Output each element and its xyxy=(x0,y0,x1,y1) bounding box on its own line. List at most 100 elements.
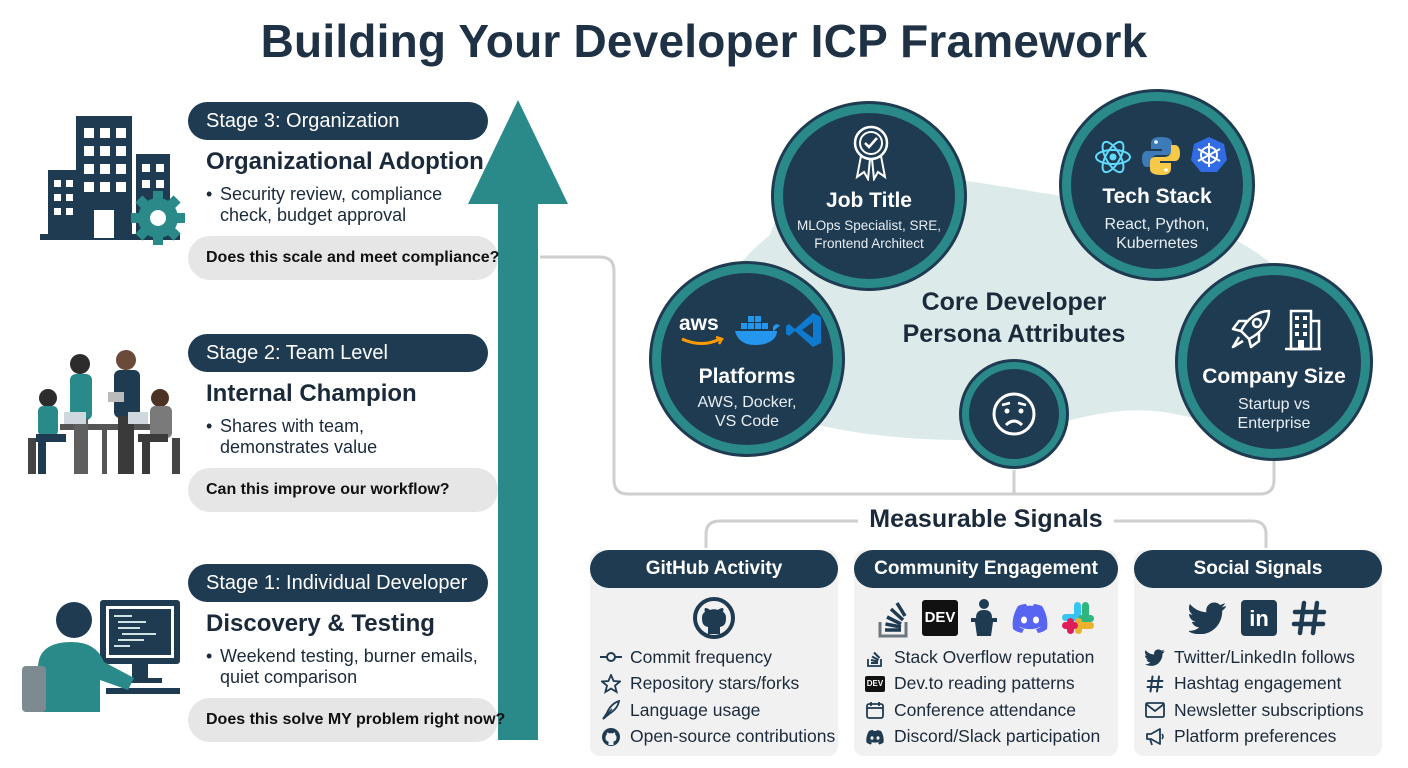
github-icon xyxy=(693,597,735,639)
list-item: Conference attendance xyxy=(864,697,1100,724)
tech-stack-sub: React, Python, Kubernetes xyxy=(1071,215,1243,253)
hashtag-icon xyxy=(1291,600,1327,636)
stage-1-bullet-line2: quiet comparison xyxy=(220,667,358,687)
python-icon xyxy=(1142,137,1180,175)
platforms-sub-line2: VS Code xyxy=(714,413,780,430)
stage-1-heading: Discovery & Testing xyxy=(206,610,435,637)
worried-face-icon xyxy=(992,392,1036,436)
stage-3-bullet-line2: check, budget approval xyxy=(220,205,407,225)
company-size-title: Company Size xyxy=(1202,365,1346,388)
stage-3-bullet-line1: Security review, compliance xyxy=(220,184,443,204)
developer-at-computer-icon xyxy=(22,600,180,712)
page-title: Building Your Developer ICP Framework xyxy=(260,15,1148,67)
github-item-3: Language usage xyxy=(630,699,761,720)
stage-2-bullet-line1: Shares with team, xyxy=(220,416,365,436)
dev-to-icon: DEV xyxy=(922,600,958,636)
community-card-icons: DEV xyxy=(854,594,1118,642)
office-building-gear-icon xyxy=(40,116,185,245)
company-size-circle: Company Size Startup vs Enterprise xyxy=(1178,266,1370,458)
platforms-sub-line1: AWS, Docker, xyxy=(697,394,797,411)
team-meeting-icon xyxy=(28,350,180,474)
list-item: Hashtag engagement xyxy=(1144,671,1364,698)
platforms-sub: AWS, Docker, VS Code xyxy=(661,393,833,431)
twitter-icon xyxy=(1189,602,1226,634)
megaphone-icon xyxy=(1146,727,1164,746)
community-engagement-card: Community Engagement DEV xyxy=(854,550,1118,756)
list-item: Language usage xyxy=(600,697,835,724)
stage-3-question: Does this scale and meet compliance? xyxy=(188,236,499,280)
platforms-circle: aws Platforms AWS, Docker, VS Code xyxy=(652,264,842,454)
list-item: Newsletter subscriptions xyxy=(1144,697,1364,724)
persona-center-label: Core Developer Persona Attributes xyxy=(880,286,1148,350)
github-activity-header: GitHub Activity xyxy=(590,550,838,588)
list-item: Repository stars/forks xyxy=(600,671,835,698)
company-size-sub-line1: Startup vs xyxy=(1237,396,1311,413)
stage-2-label: Stage 2: Team Level xyxy=(188,334,488,372)
job-title-sub-line1: MLOps Specialist, SRE, xyxy=(796,218,942,233)
social-card-icons: in xyxy=(1134,594,1382,642)
conference-podium-icon xyxy=(971,599,997,636)
tech-stack-sub-line2: Kubernetes xyxy=(1116,235,1198,252)
stage-3-label: Stage 3: Organization xyxy=(188,102,488,140)
stage-2-question: Can this improve our workflow? xyxy=(188,468,498,512)
persona-center-line1: Core Developer xyxy=(921,288,1107,316)
stage-3-panel: Stage 3: Organization Organizational Ado… xyxy=(188,102,499,282)
stage-1-panel: Stage 1: Individual Developer Discovery … xyxy=(188,564,505,744)
discord-small-icon xyxy=(866,729,884,745)
signals-bracket-left xyxy=(704,519,858,548)
community-item-2: Dev.to reading patterns xyxy=(894,673,1075,694)
social-signals-header: Social Signals xyxy=(1134,550,1382,588)
discord-icon xyxy=(1012,604,1048,633)
platforms-title: Platforms xyxy=(698,365,796,388)
stage-1-label: Stage 1: Individual Developer xyxy=(188,564,488,602)
kubernetes-icon xyxy=(1191,137,1227,172)
linkedin-icon: in xyxy=(1241,600,1277,636)
github-item-4: Open-source contributions xyxy=(630,726,836,747)
aws-smile-icon xyxy=(681,335,724,345)
signals-bracket-right xyxy=(1114,519,1268,548)
social-item-4: Platform preferences xyxy=(1174,726,1337,747)
react-icon xyxy=(1095,140,1131,174)
job-title-circle: Job Title MLOps Specialist, SRE, Fronten… xyxy=(774,104,964,288)
calendar-icon xyxy=(866,702,884,720)
building-icon xyxy=(1285,309,1321,351)
twitter-small-icon xyxy=(1145,649,1165,666)
stage-1-question: Does this solve MY problem right now? xyxy=(188,698,505,742)
slack-icon xyxy=(1062,602,1094,634)
list-item: Commit frequency xyxy=(600,644,835,671)
list-item: Twitter/LinkedIn follows xyxy=(1144,644,1364,671)
github-signal-list: Commit frequency Repository stars/forks … xyxy=(600,644,835,750)
list-item: Discord/Slack participation xyxy=(864,724,1100,751)
list-item: Platform preferences xyxy=(1144,724,1364,751)
github-small-icon xyxy=(602,727,620,746)
stack-overflow-icon xyxy=(878,602,908,638)
community-engagement-header: Community Engagement xyxy=(854,550,1118,588)
list-item: Open-source contributions xyxy=(600,724,835,751)
tech-stack-sub-line1: React, Python, xyxy=(1104,216,1210,233)
job-title-sub-line2: Frontend Architect xyxy=(814,236,924,251)
aws-icon-text: aws xyxy=(679,312,719,335)
certificate-badge-icon xyxy=(853,125,889,181)
stage-3-bullet: •Security review, compliance check, budg… xyxy=(206,184,443,225)
pain-point-circle xyxy=(962,362,1066,466)
docker-icon xyxy=(735,316,780,345)
list-item: Stack Overflow reputation xyxy=(864,644,1100,671)
growth-arrow xyxy=(468,100,568,740)
community-item-4: Discord/Slack participation xyxy=(894,726,1101,747)
stack-overflow-small-icon xyxy=(867,652,882,668)
persona-center-line2: Persona Attributes xyxy=(902,320,1126,348)
social-item-2: Hashtag engagement xyxy=(1174,673,1342,694)
star-icon xyxy=(601,673,621,694)
quill-pen-icon xyxy=(602,700,621,720)
github-card-icons xyxy=(590,594,838,642)
tech-stack-circle: Tech Stack React, Python, Kubernetes xyxy=(1062,92,1252,278)
signals-title: Measurable Signals xyxy=(869,505,1103,533)
company-size-sub: Startup vs Enterprise xyxy=(1187,395,1361,433)
job-title-title: Job Title xyxy=(826,189,912,212)
github-item-1: Commit frequency xyxy=(630,646,772,667)
community-item-3: Conference attendance xyxy=(894,699,1076,720)
stage-1-bullet: •Weekend testing, burner emails, quiet c… xyxy=(206,646,478,687)
aws-icon: aws xyxy=(679,313,725,353)
commit-icon xyxy=(600,652,622,663)
community-item-1: Stack Overflow reputation xyxy=(894,646,1095,667)
